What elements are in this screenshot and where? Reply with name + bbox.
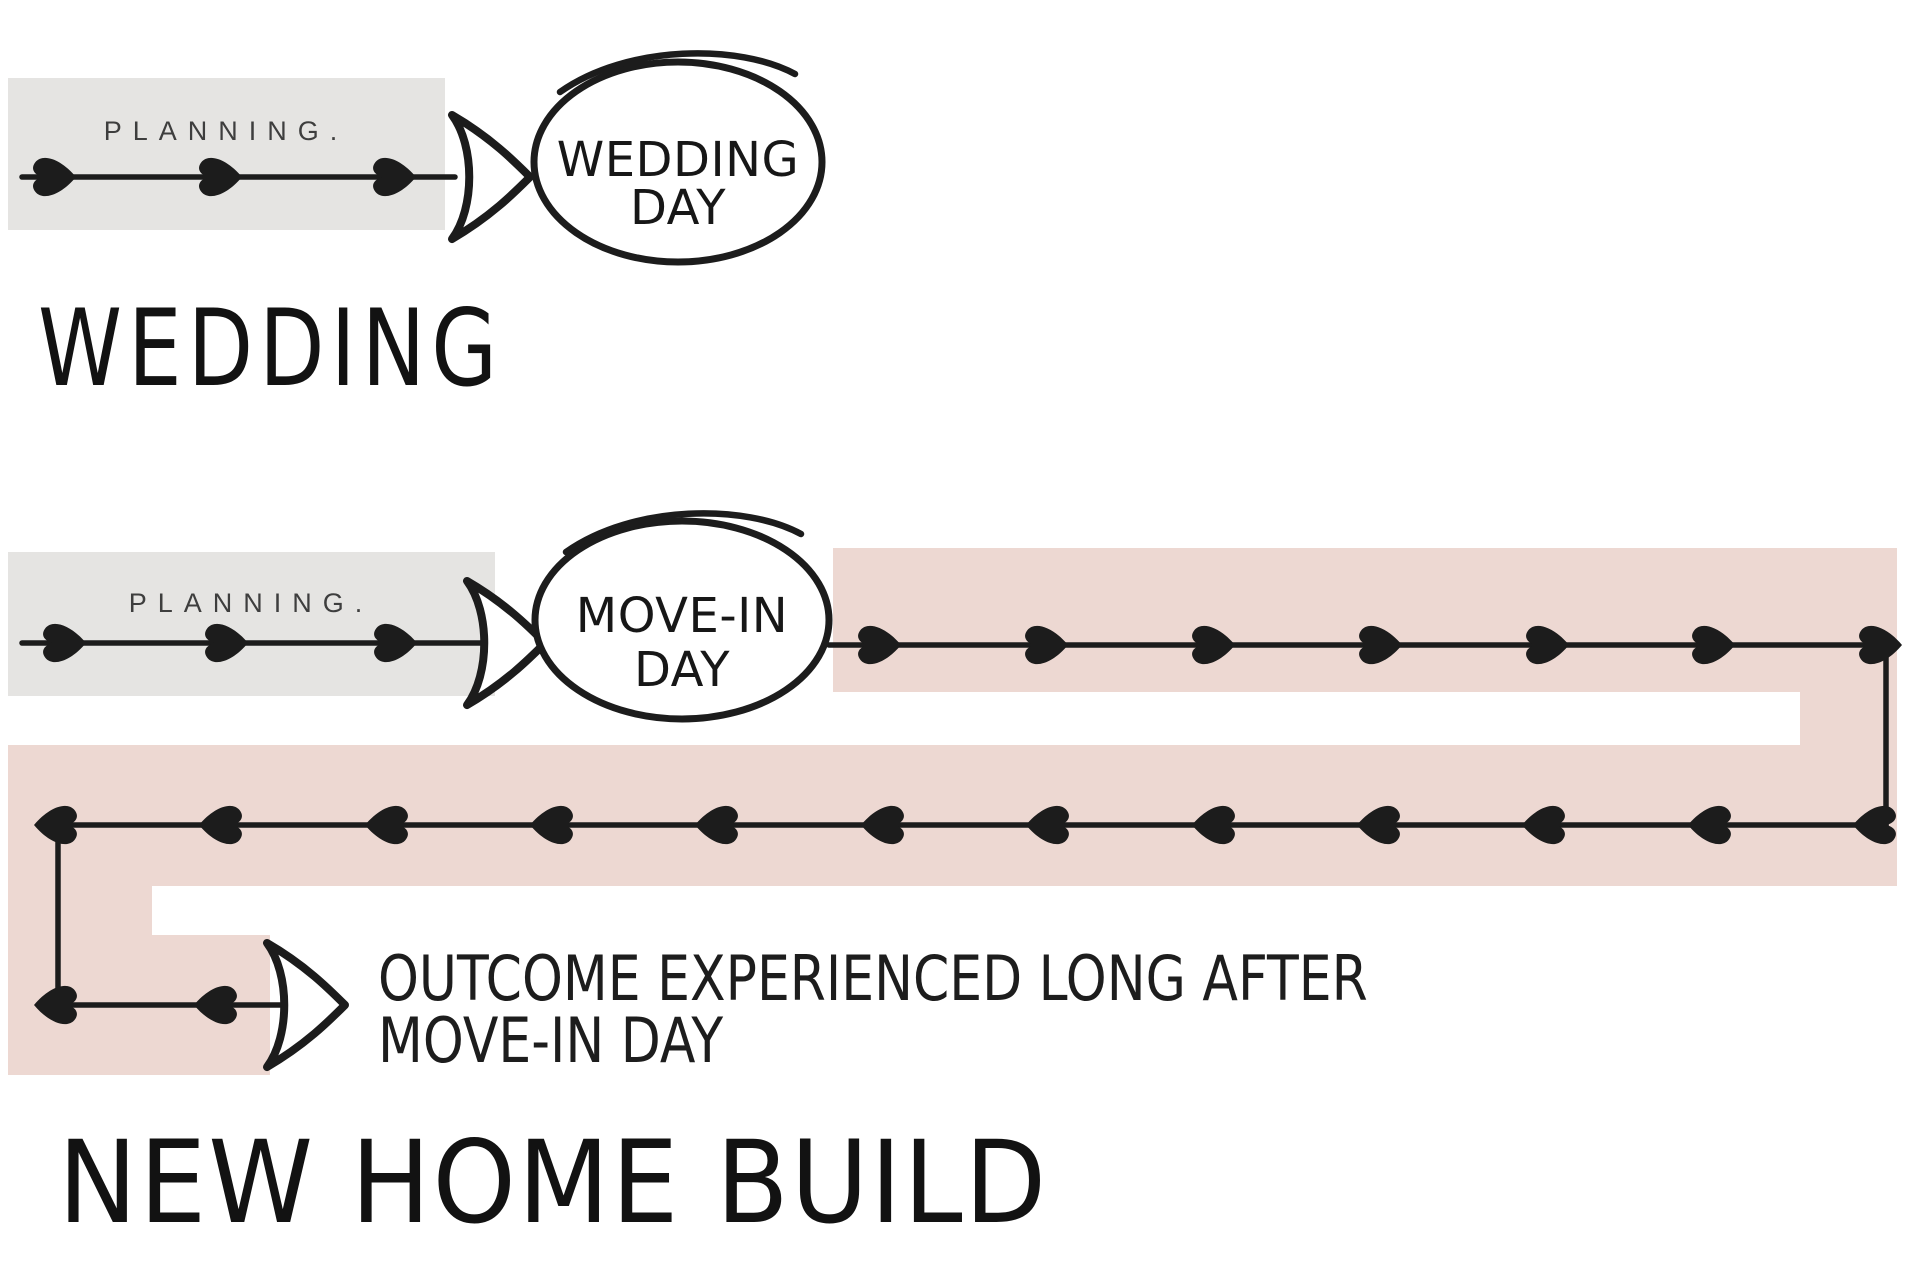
wedding-day-bubble	[530, 58, 826, 266]
home-planning-label: PLANNING.	[129, 588, 374, 618]
home-planning-band	[8, 552, 495, 696]
new-home-section-title: NEW HOME BUILD	[58, 1117, 1048, 1250]
move-in-day-bubble	[531, 517, 833, 723]
wedding-day-label-line1: WEDDING	[557, 132, 799, 188]
move-in-bubble-overlap-stroke	[562, 510, 805, 556]
home-postmove-band-return	[8, 745, 1897, 886]
outcome-note-line1: OUTCOME EXPERIENCED LONG AFTER	[378, 942, 1368, 1015]
open-arrow-icon	[452, 115, 530, 239]
wedding-section-title: WEDDING	[38, 287, 503, 411]
wedding-day-label-line2: DAY	[630, 180, 726, 236]
home-postmove-band-right-turn	[1800, 690, 1897, 747]
outcome-note-line2: MOVE-IN DAY	[378, 1004, 724, 1077]
wedding-planning-label: PLANNING.	[104, 116, 349, 146]
wedding-planning-band	[8, 78, 445, 230]
home-postmove-band-top	[833, 548, 1897, 692]
wedding-bubble-overlap-stroke	[556, 50, 799, 96]
move-in-day-label-line2: DAY	[634, 642, 730, 698]
move-in-day-label-line1: MOVE-IN	[576, 588, 788, 644]
